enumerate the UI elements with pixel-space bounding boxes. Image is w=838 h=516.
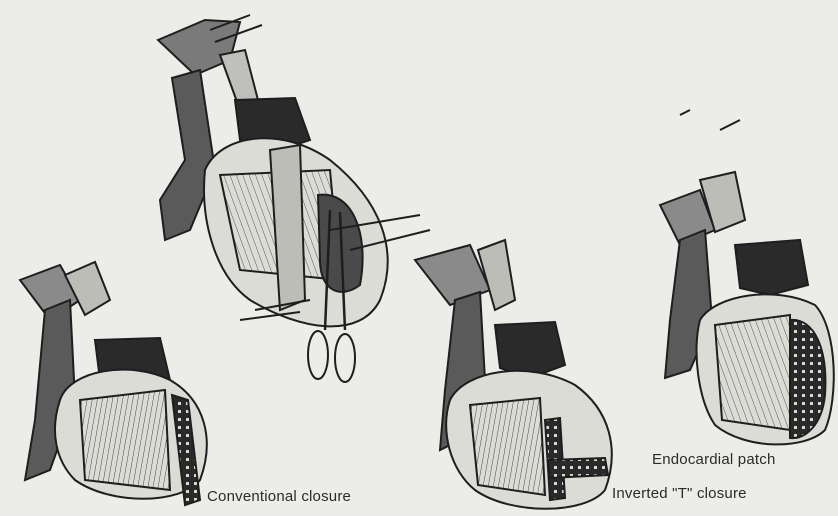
heart-conventional-closure-illustration: [20, 262, 207, 505]
heart-inverted-t-closure-illustration: [415, 240, 612, 509]
heart-endocardial-patch-illustration: [660, 110, 834, 444]
caption-conventional-closure: Conventional closure: [207, 488, 351, 505]
heart-aneurysm-forceps-illustration: [158, 15, 430, 382]
caption-inverted-t-closure: Inverted "T" closure: [612, 485, 747, 502]
caption-endocardial-patch: Endocardial patch: [652, 451, 775, 468]
